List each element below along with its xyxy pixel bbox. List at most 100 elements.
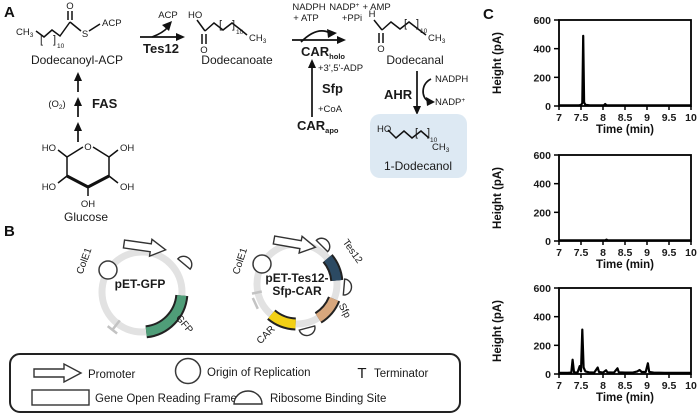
hydroxyl: HO	[188, 10, 202, 21]
promoter-arrow	[122, 238, 167, 258]
gene-arc-car	[268, 311, 296, 329]
gene-label-tes12: Tes12	[340, 237, 365, 266]
carbonyl-o: O	[66, 1, 73, 12]
plot-frame	[558, 19, 692, 107]
ori-label: ColE1	[231, 246, 250, 276]
x-tick-label: 8.5	[618, 112, 633, 124]
y-tick-label: 0	[545, 369, 551, 381]
chromatogram-trace	[559, 34, 691, 107]
glucose-structure: O HO OH HO OH OH Glucose	[42, 142, 135, 224]
plasmid-name: pET-GFP	[115, 277, 166, 291]
y-tick-label: 400	[533, 312, 551, 324]
dodecanal-structure: H O [ ] 10 CH3 Dodecanal	[369, 9, 446, 67]
plot-frame	[558, 154, 692, 242]
chromatogram-3: Height (pA) (3) Time (min) 77.588.599.51…	[475, 274, 700, 412]
methyl-label: CH3	[249, 33, 267, 45]
nadph-label: NADPH	[435, 74, 468, 85]
car-holo-label: CARholo	[301, 44, 345, 61]
repeat-count: 10	[57, 43, 65, 50]
rbs-symbol	[298, 325, 316, 337]
fas-pathway: (O2) FAS	[48, 72, 118, 142]
nadp-amp-line2: +PPi	[342, 13, 362, 24]
methyl-label: CH3	[432, 142, 450, 154]
bracket-open: [	[219, 19, 222, 31]
rbs-symbol	[176, 255, 193, 271]
hydroxyl: OH	[120, 182, 134, 193]
gene-label-sfp: Sfp	[336, 302, 353, 321]
chromatogram-trace	[559, 238, 691, 242]
rbs-symbol	[315, 237, 331, 253]
x-tick-label: 7.5	[574, 247, 589, 259]
plasmid-name-line2: Sfp-CAR	[272, 284, 322, 298]
hydroxyl: HO	[42, 182, 56, 193]
x-tick-label: 8	[600, 380, 606, 392]
origin-node	[98, 260, 118, 280]
legend-terminator-symbol: T	[357, 365, 366, 382]
fas-label: FAS	[92, 96, 118, 111]
dodecanol-product: HO [ ] 10 CH3 1-Dodecanol	[370, 114, 467, 178]
x-tick-label: 9	[644, 380, 650, 392]
ahr-reaction: NADPH NADP+ AHR	[384, 71, 468, 115]
o2-label: (O2)	[48, 99, 65, 111]
bracket-close: ]	[53, 34, 56, 46]
compound-dodecanol: 1-Dodecanol	[384, 159, 452, 173]
repeat-count: 10	[420, 28, 428, 35]
x-tick-label: 7	[556, 112, 562, 124]
x-axis-label: Time (min)	[596, 392, 654, 404]
y-tick-label: 600	[533, 283, 551, 295]
bracket-close: ]	[232, 19, 235, 31]
tes12-label: Tes12	[143, 41, 179, 56]
methyl-label: CH3	[428, 33, 446, 45]
nadph-atp-line1: NADPH	[292, 2, 325, 13]
x-tick-label: 9.5	[662, 380, 677, 392]
y-tick-label: 200	[533, 340, 551, 352]
coa-label: +CoA	[318, 104, 343, 115]
legend-promoter-symbol	[33, 362, 83, 384]
bracket-close: ]	[427, 127, 430, 139]
x-axis-label: Time (min)	[596, 259, 654, 271]
x-tick-label: 10	[685, 247, 697, 259]
ori-label: ColE1	[75, 246, 95, 276]
legend-box	[9, 353, 461, 413]
hydroxyl: OH	[120, 143, 134, 154]
x-tick-label: 8	[600, 112, 606, 124]
legend-terminator-label: Terminator	[374, 368, 428, 380]
car-reaction: NADPH + ATP NADP++ AMP +PPi CARholo	[292, 2, 391, 61]
ahr-label: AHR	[384, 87, 413, 102]
hydroxyl: HO	[42, 143, 56, 154]
compound-glucose: Glucose	[64, 210, 108, 224]
dodecanoyl-acp-structure: CH3 [ ] 10 O S ACP Dodecanoyl-ACP	[16, 1, 123, 67]
terminator-symbol	[251, 290, 263, 310]
chromatogram-2: Height (pA) (2) Time (min) 77.588.599.51…	[475, 141, 700, 279]
hydroxyl: HO	[377, 124, 391, 135]
bracket-open: [	[415, 127, 418, 139]
panel-c-label: C	[483, 6, 494, 23]
compound-dodecanal: Dodecanal	[386, 53, 443, 67]
legend-orf-symbol	[31, 389, 90, 406]
plot-frame	[558, 287, 692, 375]
x-tick-label: 10	[685, 380, 697, 392]
x-tick-label: 7.5	[574, 380, 589, 392]
gene-label-car: CAR	[255, 324, 278, 347]
repeat-count: 10	[236, 29, 244, 36]
y-tick-label: 200	[533, 207, 551, 219]
x-tick-label: 8	[600, 247, 606, 259]
y-tick-label: 600	[533, 150, 551, 162]
gene-arc-gfp	[145, 294, 187, 337]
x-tick-label: 7.5	[574, 112, 589, 124]
y-tick-label: 400	[533, 179, 551, 191]
aldehyde-h: H	[369, 9, 376, 20]
chromatogram-1: Height (pA) (1) Time (min) 77.588.599.51…	[475, 6, 700, 144]
plasmid-pet-tes12-sfp-car: ColE1 Tes12 Sfp CAR pET-Tes12- Sfp-CAR	[231, 235, 365, 347]
x-tick-label: 9	[644, 112, 650, 124]
panel-b-label: B	[4, 223, 15, 240]
nadp-label: NADP+	[435, 97, 465, 108]
panel-a-label: A	[4, 4, 15, 21]
carbonyl-o: O	[377, 44, 384, 55]
thioester-s: S	[82, 29, 88, 40]
repeat-count: 10	[430, 137, 438, 144]
compound-dodecanoate: Dodecanoate	[201, 53, 273, 67]
methyl-label: CH3	[16, 27, 34, 39]
